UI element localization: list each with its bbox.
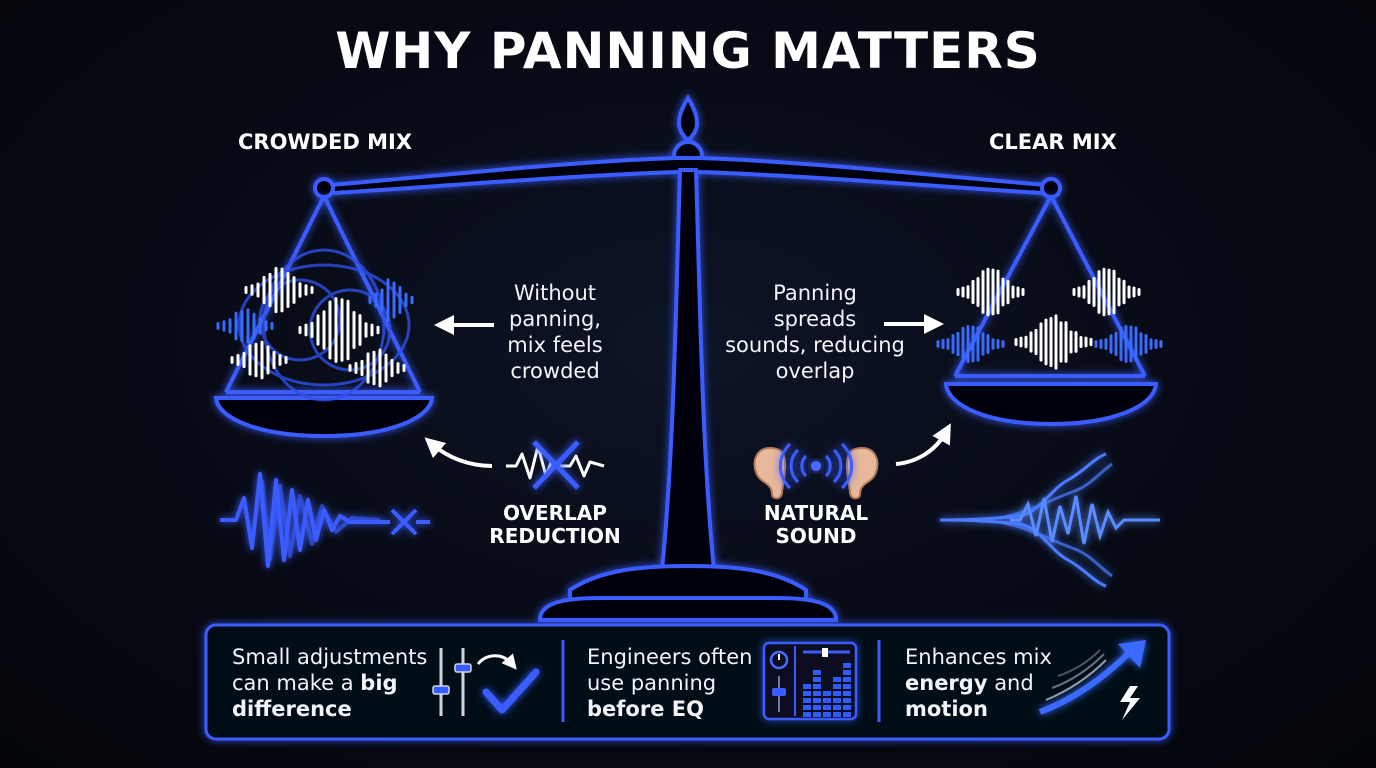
clear-caption-line: overlap — [775, 359, 855, 383]
eq-meter-block — [823, 705, 831, 710]
eq-meter-block — [813, 698, 821, 703]
crowded-caption: Without panning, mix feels crowded — [490, 280, 620, 384]
curved-arrow-left-icon — [424, 437, 493, 468]
natural-sound-line: SOUND — [775, 524, 857, 548]
crowded-mix-heading: CROWDED MIX — [238, 130, 413, 154]
ear-sound-icon — [753, 442, 879, 500]
eq-meter-block — [843, 698, 851, 703]
eq-meter-block — [803, 705, 811, 710]
eq-meter-block — [843, 670, 851, 675]
eq-meter-block — [843, 705, 851, 710]
tip-line: Engineers often — [587, 645, 753, 669]
eq-meter-block — [843, 663, 851, 668]
tip-bold-text: energy — [905, 671, 988, 695]
tip-text: can make a — [232, 671, 361, 695]
overlap-reduction-line: OVERLAP — [503, 501, 607, 525]
eq-meter-block — [813, 712, 821, 717]
page-title: WHY PANNING MATTERS — [335, 22, 1041, 80]
tip-line: energy and — [905, 670, 1065, 696]
tip-line: Small adjustments — [232, 645, 428, 669]
clear-caption: Panning spreads sounds, reducing overlap — [725, 280, 905, 384]
clear-caption-line: Panning — [773, 281, 857, 305]
tip-line: before EQ — [587, 696, 762, 722]
eq-meter-block — [843, 684, 851, 689]
crowded-caption-line: Without — [513, 281, 597, 305]
eq-meter-block — [843, 691, 851, 696]
eq-meter-block — [843, 712, 851, 717]
eq-meter-block — [833, 705, 841, 710]
clear-caption-line: spreads — [773, 307, 857, 331]
eq-meter-block — [803, 698, 811, 703]
mixer-eq-icon — [762, 641, 858, 721]
tip-line: use panning — [587, 671, 717, 695]
eq-meter-block — [833, 698, 841, 703]
tip-engineers-panning: Engineers often use panning before EQ — [587, 644, 762, 722]
tip-text: and — [987, 671, 1034, 695]
overlap-reduction-icon — [506, 440, 605, 490]
eq-meter-block — [813, 670, 821, 675]
eq-meter-block — [803, 684, 811, 689]
eq-meter-block — [813, 677, 821, 682]
eq-meter-block — [833, 677, 841, 682]
tip-bold-text: before EQ — [587, 697, 704, 721]
tip-small-adjustments: Small adjustments can make a big differe… — [232, 644, 432, 722]
eq-meter-block — [843, 677, 851, 682]
eq-meter-block — [833, 712, 841, 717]
tip-line: difference — [232, 696, 432, 722]
tip-line: motion — [905, 696, 1065, 722]
eq-meter-block — [803, 691, 811, 696]
crowded-caption-line: panning, — [509, 307, 601, 331]
clear-caption-line: sounds, reducing — [725, 333, 905, 357]
flowing-waves-icon — [939, 452, 1160, 588]
eq-meter-block — [803, 712, 811, 717]
fader-check-icon — [432, 648, 540, 716]
natural-sound-line: NATURAL — [763, 501, 869, 525]
eq-meter-block — [833, 691, 841, 696]
tip-bold-text: big — [360, 671, 398, 695]
crowded-caption-line: mix feels — [507, 333, 603, 357]
eq-meter-block — [813, 705, 821, 710]
eq-meter-block — [813, 684, 821, 689]
scale-stand — [313, 94, 1062, 622]
tip-line: can make a big — [232, 670, 432, 696]
natural-sound-label: NATURAL SOUND — [746, 502, 886, 548]
eq-meter-block — [833, 684, 841, 689]
crowded-caption-line: crowded — [510, 359, 600, 383]
messy-waveform-icon — [220, 472, 430, 568]
clear-waveforms — [936, 267, 1163, 370]
tips-panel — [204, 623, 1171, 741]
clear-mix-heading: CLEAR MIX — [989, 130, 1117, 154]
curved-arrow-right-icon — [895, 423, 951, 466]
eq-meter-block — [823, 712, 831, 717]
tip-line: Enhances mix — [905, 645, 1052, 669]
right-pan — [943, 195, 1159, 427]
tip-bold-text: difference — [232, 697, 352, 721]
crowded-waveforms — [216, 248, 414, 402]
tip-enhances-energy: Enhances mix energy and motion — [905, 644, 1065, 722]
overlap-reduction-label: OVERLAP REDUCTION — [480, 502, 630, 548]
tip-bold-text: motion — [905, 697, 988, 721]
energy-arrow-icon — [1038, 640, 1146, 720]
eq-meter-block — [823, 698, 831, 703]
eq-meter-block — [813, 691, 821, 696]
overlap-reduction-line: REDUCTION — [489, 524, 621, 548]
eq-meter-block — [823, 691, 831, 696]
